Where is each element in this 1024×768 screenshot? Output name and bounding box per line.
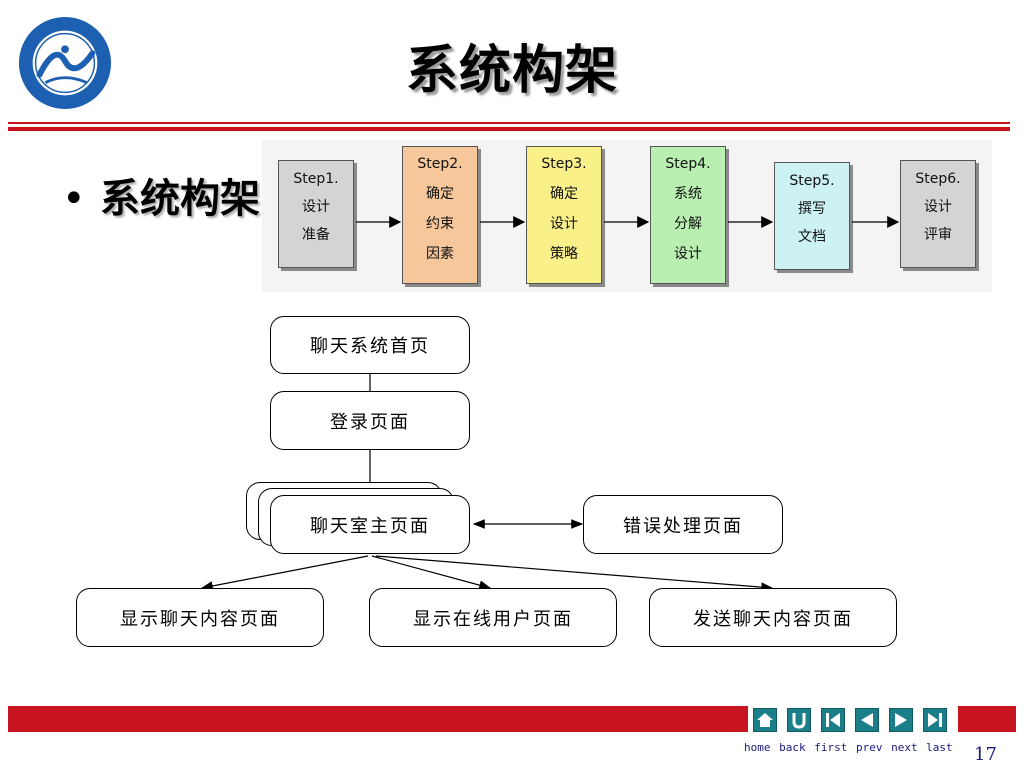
step-line: 设计 — [550, 216, 578, 232]
step-line: 确定 — [550, 186, 578, 202]
prev-button[interactable] — [855, 708, 879, 732]
node-show-content: 显示聊天内容页面 — [76, 588, 324, 647]
step-line: 设计 — [924, 199, 952, 215]
page-title: 系统构架 — [405, 41, 618, 101]
step-line: Step2. — [417, 156, 463, 172]
step-line: 约束 — [426, 216, 454, 232]
next-button[interactable] — [889, 708, 913, 732]
node-error: 错误处理页面 — [583, 495, 783, 554]
node-main: 聊天室主页面 — [270, 495, 470, 554]
step-line: 因素 — [426, 246, 454, 262]
next-icon — [895, 713, 907, 727]
step-arrows — [356, 216, 900, 228]
nav-labels: home back first prev next last — [744, 741, 953, 754]
node-show-users: 显示在线用户页面 — [369, 588, 617, 647]
home-icon — [757, 713, 773, 727]
prev-icon — [861, 713, 873, 727]
step-box-1: Step1. 设计准备 — [278, 160, 354, 268]
header-rule-thin — [8, 122, 1010, 124]
page-number: 17 — [974, 744, 997, 765]
step-line: 文档 — [798, 229, 826, 245]
node-login: 登录页面 — [270, 391, 470, 450]
step-line: Step6. — [915, 171, 961, 187]
step-line: 策略 — [550, 246, 578, 262]
home-button[interactable] — [753, 708, 777, 732]
back-button[interactable] — [787, 708, 811, 732]
step-process-diagram: Step1.设计准备 Step2.确定约束因素 Step3.确定设计策略 Ste… — [262, 140, 992, 292]
step-line: 撰写 — [798, 201, 826, 217]
step-line: Step3. — [541, 156, 587, 172]
step-line: 确定 — [426, 186, 454, 202]
step-line: Step1. — [293, 171, 339, 187]
last-button[interactable] — [923, 708, 947, 732]
last-icon — [928, 713, 942, 727]
step-line: Step5. — [789, 173, 835, 189]
step-line: 设计 — [302, 199, 330, 215]
first-icon — [826, 713, 840, 727]
step-box-2: Step2. 确定约束因素 — [402, 146, 478, 284]
step-box-3: Step3. 确定设计策略 — [526, 146, 602, 284]
step-box-5: Step5. 撰写文档 — [774, 162, 850, 270]
header-rule-thick — [8, 127, 1010, 131]
step-line: 系统 — [674, 186, 702, 202]
node-send-content: 发送聊天内容页面 — [649, 588, 897, 647]
step-line: 设计 — [674, 246, 702, 262]
step-box-4: Step4. 系统分解设计 — [650, 146, 726, 284]
step-box-6: Step6. 设计评审 — [900, 160, 976, 268]
back-icon — [792, 713, 806, 729]
step-line: 准备 — [302, 227, 330, 243]
bullet-text: 系统构架 — [100, 176, 260, 222]
bullet-dot: • — [62, 176, 86, 222]
step-line: 评审 — [924, 227, 952, 243]
step-line: Step4. — [665, 156, 711, 172]
node-home: 聊天系统首页 — [270, 316, 470, 374]
first-button[interactable] — [821, 708, 845, 732]
logo-seal — [18, 16, 112, 110]
step-line: 分解 — [674, 216, 702, 232]
